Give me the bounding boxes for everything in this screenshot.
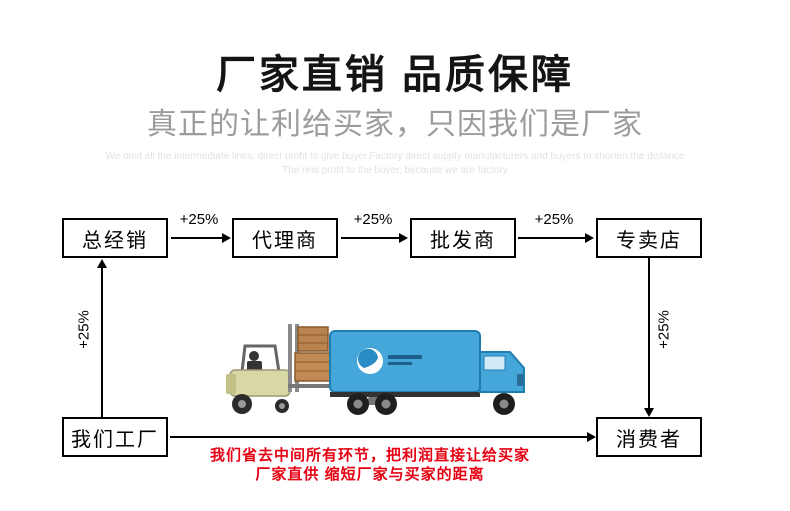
arrow-factory-to-distributor xyxy=(97,259,107,417)
node-consumer: 消费者 xyxy=(596,417,702,457)
arrow-agent-to-wholesaler xyxy=(341,233,408,243)
increment-label-right: +25% xyxy=(655,310,673,349)
node-specialty-store: 专卖店 xyxy=(596,218,702,258)
caption-line-2: 厂家直供 缩短厂家与买家的距离 xyxy=(255,466,485,483)
node-our-factory: 我们工厂 xyxy=(62,417,168,457)
arrow-factory-to-consumer xyxy=(170,432,596,442)
increment-label-left: +25% xyxy=(75,310,93,349)
truck-forklift-graphic xyxy=(226,324,525,415)
page-title: 厂家直销 品质保障 xyxy=(215,53,575,97)
page-subtitle: 真正的让利给买家，只因我们是厂家 xyxy=(147,108,643,141)
increment-label-1: +25% xyxy=(179,211,219,228)
node-general-distributor: 总经销 xyxy=(62,218,168,258)
node-agent: 代理商 xyxy=(232,218,338,258)
watermark-line-1: We omit all the intermediate links, dire… xyxy=(105,151,685,162)
increment-label-2: +25% xyxy=(353,211,393,228)
node-wholesaler: 批发商 xyxy=(410,218,516,258)
caption-line-1: 我们省去中间所有环节，把利润直接让给买家 xyxy=(209,447,530,464)
truck-illustration xyxy=(218,318,530,420)
watermark-line-2: The real profit to the buyer, because we… xyxy=(282,165,508,176)
watermark-text: We omit all the intermediate links, dire… xyxy=(0,150,790,178)
arrow-wholesaler-to-store xyxy=(518,233,594,243)
increment-label-3: +25% xyxy=(534,211,574,228)
arrow-distributor-to-agent xyxy=(171,233,231,243)
arrow-store-to-consumer xyxy=(644,258,654,417)
